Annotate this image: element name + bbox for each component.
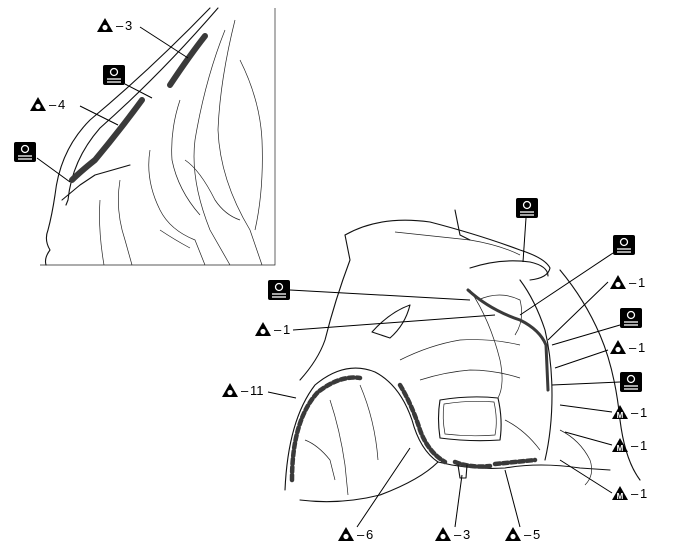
svg-text:1: 1: [640, 405, 647, 420]
inset-view: [36, 7, 276, 266]
label-main-11: – 11: [222, 383, 264, 398]
svg-text:1: 1: [640, 486, 647, 501]
svg-text:–: –: [454, 527, 462, 542]
svg-text:–: –: [357, 527, 365, 542]
svg-text:–: –: [241, 383, 249, 398]
label-inset-3: – 3: [97, 18, 132, 33]
svg-text:–: –: [49, 97, 57, 112]
sealer-gun-icon: [103, 65, 125, 85]
sealer-bead-vertical: [544, 343, 550, 392]
sealer-bead-5: [492, 457, 538, 467]
sealer-bead-upper: [466, 288, 548, 347]
sealer-gun-icon: [516, 198, 538, 218]
svg-text:–: –: [629, 275, 637, 290]
svg-text:–: –: [116, 18, 124, 33]
svg-text:5: 5: [533, 527, 540, 542]
svg-text:–: –: [629, 340, 637, 355]
svg-text:3: 3: [463, 527, 470, 542]
sealer-bead-inset-3: [167, 33, 208, 88]
svg-text:–: –: [524, 527, 532, 542]
sealer-bead-3: [452, 459, 493, 469]
sealer-gun-icon: [620, 372, 642, 392]
label-main-1a: – 1: [255, 322, 290, 337]
svg-text:1: 1: [638, 340, 645, 355]
main-view: [267, 209, 641, 528]
label-main-3: – 3: [435, 527, 470, 542]
sealer-gun-icon: [14, 142, 36, 162]
label-inset-4: – 4: [30, 97, 65, 112]
svg-text:6: 6: [366, 527, 373, 542]
svg-text:M: M: [617, 492, 624, 501]
label-main-m1c: M – 1: [612, 486, 647, 501]
label-main-1b: – 1: [610, 275, 645, 290]
svg-text:M: M: [617, 444, 624, 453]
svg-text:1: 1: [283, 322, 290, 337]
sealer-bead-11: [289, 375, 363, 483]
sealer-bead-inset-4: [69, 97, 145, 183]
label-main-1c: – 1: [610, 340, 645, 355]
sealer-gun-icon: [613, 235, 635, 255]
svg-text:1: 1: [640, 438, 647, 453]
svg-text:–: –: [274, 322, 282, 337]
label-main-6: – 6: [338, 527, 373, 542]
svg-text:M: M: [617, 411, 624, 420]
sealer-bead-6: [397, 382, 448, 465]
svg-text:3: 3: [125, 18, 132, 33]
label-main-m1b: M – 1: [612, 438, 647, 453]
svg-text:1: 1: [638, 275, 645, 290]
svg-text:4: 4: [58, 97, 65, 112]
label-main-5: – 5: [505, 527, 540, 542]
svg-text:–: –: [631, 405, 639, 420]
sealer-gun-icon: [620, 308, 642, 328]
sealer-gun-icon: [268, 280, 290, 300]
svg-text:–: –: [631, 486, 639, 501]
svg-text:–: –: [631, 438, 639, 453]
svg-text:11: 11: [250, 383, 264, 398]
label-main-m1a: M – 1: [612, 405, 647, 420]
